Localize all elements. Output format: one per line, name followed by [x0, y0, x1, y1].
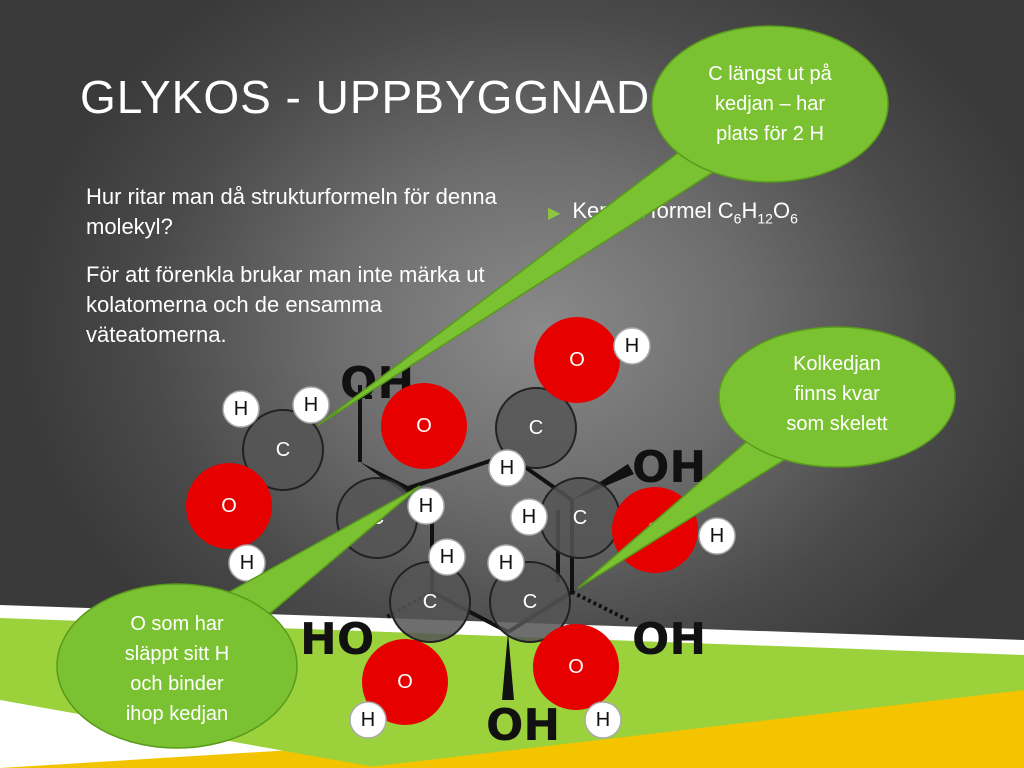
atom-o1: O — [569, 349, 585, 371]
hydrogen-atoms: H H H H H H H H H H H H — [222, 327, 736, 739]
ho-label-left: HO — [300, 614, 374, 665]
callout-top-line2: kedjan – har — [715, 93, 825, 115]
callout-right-line2: finns kvar — [794, 383, 880, 405]
callout-left-line1: O som har — [130, 613, 224, 635]
callout-right-line1: Kolkedjan — [793, 353, 881, 375]
atom-c5: C — [423, 591, 437, 613]
callout-left-line4: ihop kedjan — [126, 703, 228, 725]
question-text: Hur ritar man då strukturformeln för den… — [86, 184, 497, 239]
atom-o5: O — [397, 671, 413, 693]
atom-h11: H — [361, 709, 375, 731]
callout-top-line3: plats för 2 H — [716, 123, 824, 145]
callout-left-line3: och binder — [130, 673, 224, 695]
atom-h7: H — [710, 525, 724, 547]
oh-label-bottom: OH — [486, 700, 560, 751]
atom-c4: C — [573, 507, 587, 529]
atom-h8: H — [240, 552, 254, 574]
slide-title: GLYKOS - UPPBYGGNAD — [80, 71, 651, 123]
callout-right-line3: som skelett — [786, 413, 888, 435]
atom-c6: C — [523, 591, 537, 613]
atom-h1: H — [625, 335, 639, 357]
atom-o3: O — [221, 495, 237, 517]
oh-label-bottom-right: OH — [632, 614, 706, 665]
oh-label-right: OH — [632, 442, 706, 493]
yellow-corner — [360, 690, 1024, 768]
atom-h10: H — [499, 552, 513, 574]
atom-o2: O — [416, 415, 432, 437]
bullet-arrow-icon: ▶ — [548, 205, 561, 222]
atom-h6: H — [522, 506, 536, 528]
atom-h5: H — [419, 495, 433, 517]
atom-h3: H — [304, 394, 318, 416]
atom-h2: H — [234, 398, 248, 420]
atom-c3: C — [529, 417, 543, 439]
callout-terminal-carbon: C längst ut på kedjan – har plats för 2 … — [317, 25, 889, 426]
atom-h4: H — [500, 457, 514, 479]
callout-left-line2: släppt sitt H — [125, 643, 229, 665]
atom-c1: C — [276, 439, 290, 461]
callout-top-line1: C längst ut på — [708, 63, 832, 85]
callout-carbon-skeleton: Kolkedjan finns kvar som skelett — [577, 326, 956, 589]
atom-o6: O — [568, 656, 584, 678]
atom-h12: H — [596, 709, 610, 731]
atom-h9: H — [440, 546, 454, 568]
explanation-text: För att förenkla brukar man inte märka u… — [86, 262, 485, 347]
callout-bridging-oxygen: O som har släppt sitt H och binder ihop … — [56, 485, 421, 749]
